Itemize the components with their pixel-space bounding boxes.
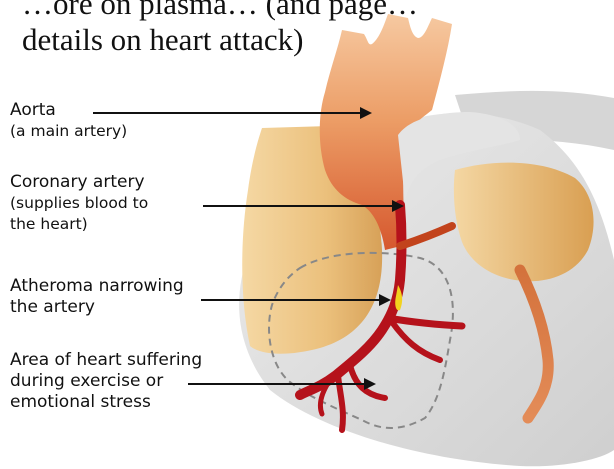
atheroma-label-line-1: Atheroma narrowing — [10, 276, 184, 297]
aorta-label: Aorta (a main artery) — [10, 100, 127, 142]
atheroma-label-line-2: the artery — [10, 297, 184, 318]
coronary-label-note-1: (supplies blood to — [10, 193, 148, 214]
aorta-label-note: (a main artery) — [10, 121, 127, 142]
atheroma-label: Atheroma narrowing the artery — [10, 276, 184, 318]
area-label: Area of heart suffering during exercise … — [10, 350, 202, 413]
coronary-label: Coronary artery (supplies blood to the h… — [10, 172, 148, 235]
aorta-label-title: Aorta — [10, 100, 127, 121]
coronary-label-note-2: the heart) — [10, 214, 148, 235]
coronary-label-title: Coronary artery — [10, 172, 148, 193]
area-label-line-1: Area of heart suffering — [10, 350, 202, 371]
area-label-line-3: emotional stress — [10, 392, 202, 413]
area-label-line-2: during exercise or — [10, 371, 202, 392]
